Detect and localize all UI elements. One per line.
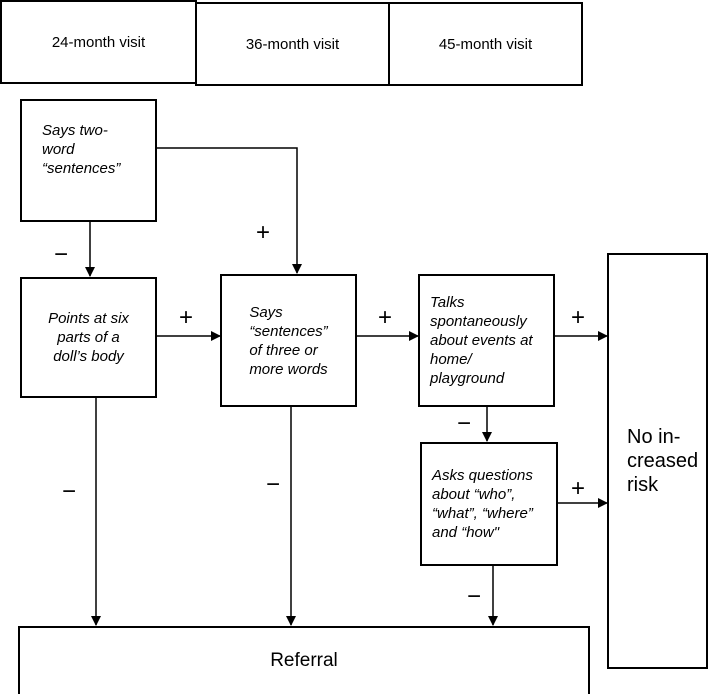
node-points-six-parts: Points at six parts of a doll’s body (20, 277, 157, 398)
header-45-month: 45-month visit (388, 2, 583, 86)
header-24-month-label: 24-month visit (51, 33, 146, 51)
node-asks-questions: Asks questions about “who”, “what”, “whe… (420, 442, 558, 566)
sign-plus-three-words-to-talks: + (378, 304, 393, 331)
node-says-two-word: Says two- word “sentences” (20, 99, 157, 222)
sign-plus-questions-to-no-risk: + (571, 475, 586, 502)
header-36-month: 36-month visit (195, 2, 390, 86)
header-36-month-label: 36-month visit (245, 35, 340, 53)
node-talks-spontaneously-text: Talks spontaneously about events at home… (430, 294, 533, 387)
sign-plus-two-word-to-three-words: + (256, 219, 271, 246)
sign-minus-talks-to-questions: − (457, 410, 472, 437)
sign-plus-talks-to-no-risk: + (571, 304, 586, 331)
sign-minus-three-words-to-referral: − (266, 471, 281, 498)
node-no-increased-risk: No in- creased risk (607, 253, 708, 669)
node-asks-questions-text: Asks questions about “who”, “what”, “whe… (432, 467, 533, 541)
node-says-three-words-text: Says “sentences” of three or more words (249, 303, 328, 378)
node-no-increased-risk-text: No in- creased risk (627, 426, 699, 496)
sign-minus-six-parts-to-referral: − (62, 478, 77, 505)
arrow-two-word-to-three-words (157, 147, 302, 274)
node-referral: Referral (18, 626, 590, 694)
header-24-month: 24-month visit (0, 0, 197, 84)
node-talks-spontaneously: Talks spontaneously about events at home… (418, 274, 555, 407)
header-45-month-label: 45-month visit (438, 35, 533, 53)
sign-plus-six-parts-to-three-words: + (179, 304, 194, 331)
node-says-three-words: Says “sentences” of three or more words (220, 274, 357, 407)
node-referral-text: Referral (270, 650, 338, 671)
node-points-six-parts-text: Points at six parts of a doll’s body (48, 310, 129, 365)
sign-minus-questions-to-referral: − (467, 583, 482, 610)
sign-minus-two-word-to-six-parts: − (54, 241, 69, 268)
node-says-two-word-text: Says two- word “sentences” (42, 122, 121, 177)
